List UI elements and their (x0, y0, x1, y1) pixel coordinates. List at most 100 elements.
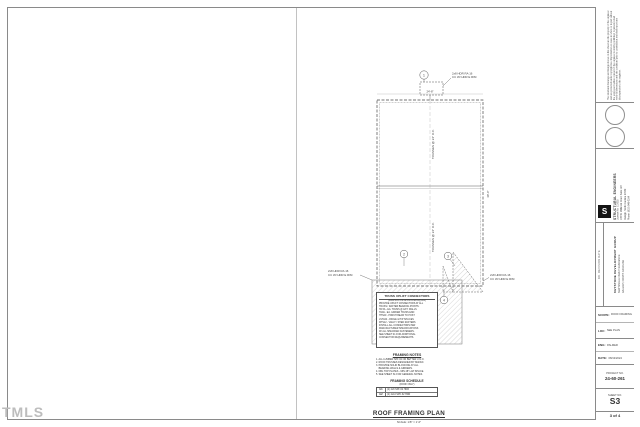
schedule-mark: H1 (377, 388, 386, 392)
text-line: Phone: (919) 846-0164 (628, 196, 631, 220)
text-line: MTS12 - VAULT / SHED RAFTERS (379, 321, 416, 324)
framing-notes-title: FRAMING NOTES (392, 353, 422, 357)
drawing-title: ROOF FRAMING PLAN SCALE: 1/8" = 1'-0" (366, 402, 452, 424)
svg-text:CC W/ HDR E RIM: CC W/ HDR E RIM (328, 273, 353, 277)
titleblock-seals-cell (596, 103, 634, 149)
mls-watermark: TMLS (2, 404, 45, 420)
framing-schedule-table: H1 (2) 2x8 SPF #2 HDR H2 (2) 2x10 SPF #2… (376, 387, 438, 397)
roof-framing-plan-drawing: 1 2x8 HDR RA 16 CC W/ HDR E RIM TRUSSES … (328, 70, 515, 345)
schedule-desc: (2) 2x10 SPF #2 HDR (387, 392, 411, 396)
text-line: 1. ALL LUMBER SPF #2 OR BETTER U.N.O. (376, 357, 425, 361)
text-line: RALEIGH, NORTH CAROLINA (622, 259, 625, 294)
text-line: LSTA24 - RIDGE & HIP SPLICES (379, 318, 414, 321)
loc-row: LOC: SEE PLAN (596, 322, 634, 338)
drawing-title-text: ROOF FRAMING PLAN (372, 410, 446, 418)
titleblock-eng-cell: ENG: PALMER DATE: 08/13/2024 (596, 339, 634, 365)
truss-note-title: TRUSS UPLIFT CONNECTORS (379, 294, 435, 300)
svg-text:2x8 HDR RA 16: 2x8 HDR RA 16 (452, 72, 473, 76)
text-line: H2.5A - EA. TRUSS @ EXT. WALLS (379, 309, 417, 312)
text-line: MANUFACTURER SPECIFICATIONS (379, 327, 419, 330)
sheet-of-count: 3 of 4 (596, 411, 634, 420)
firm-logo-icon: S (598, 205, 611, 218)
detail-markers: 2 3 4 (399, 249, 456, 305)
date-row: DATE: 08/13/2024 (596, 351, 634, 364)
text-line: H10A - EA. GIRDER TRUSS END (379, 312, 415, 315)
titleblock-projectno-cell: PROJECT NO. 24-60-261 (596, 365, 634, 389)
drawing-scale: SCALE: 1/8" = 1'-0" (396, 420, 422, 424)
svg-text:CC W/ HDR E RIM: CC W/ HDR E RIM (490, 277, 515, 281)
text-line: PROVIDE UPLIFT CONNECTORS AT ALL (379, 303, 424, 306)
svg-text:2x8 HDR RA 16: 2x8 HDR RA 16 (490, 273, 511, 277)
engineer-value: PALMER (607, 343, 618, 347)
detail-bubble-icon (443, 251, 453, 261)
project-number-label: PROJECT NO. (606, 372, 624, 375)
text-line: 5. SEE SHEET S1 FOR GENERAL NOTES. (376, 373, 423, 377)
titleblock-project-cell: NO. REVISION DATE KEYSTONE DEVELOPMENT G… (596, 223, 634, 307)
svg-text:2: 2 (403, 252, 405, 256)
engineer-seal-icon (605, 104, 625, 125)
framing-schedule-subtitle: (ROOF ONLY) (399, 383, 415, 386)
schedule-desc: (2) 2x8 SPF #2 HDR (387, 388, 409, 392)
sheet-number-label: SHEET NO. (608, 393, 622, 397)
top-detail: 1 2x8 HDR RA 16 CC W/ HDR E RIM (419, 70, 477, 100)
loc-label: LOC: (598, 328, 606, 333)
disclaimer-text: The structural drawings and design shown… (607, 9, 622, 100)
detail-bubble-icon (399, 249, 409, 259)
note-right: 2x8 HDR RA 16 CC W/ HDR E RIM (482, 273, 515, 282)
svg-text:24'-8": 24'-8" (426, 90, 433, 94)
text-line: 2. ROOF TRUSSES DESIGNED BY MANUF. (376, 360, 424, 364)
sheet-number-group: SHEET NO. S3 (596, 389, 634, 411)
engineer-seal-icon (605, 126, 625, 147)
truss-note-subtitle: (SIMPSON OR APPROVED EQUAL) (388, 299, 426, 302)
table-row: H1 (2) 2x8 SPF #2 HDR (377, 388, 437, 393)
date-value: 08/13/2024 (608, 356, 622, 360)
titleblock-firm-cell: S STRUCTURAL ENGINEERS License No. C-203… (596, 149, 634, 223)
framing-schedule: FRAMING SCHEDULE (ROOF ONLY) H1 (2) 2x8 … (376, 379, 438, 397)
note-left: 2x8 HDR RA 16 CC W/ HDR E RIM (328, 269, 373, 281)
project-info: KEYSTONE DEVELOPMENT GROUP NEW SINGLE FA… (605, 223, 634, 306)
schedule-mark: H2 (377, 392, 386, 396)
scope-label: SCOPE: (598, 312, 610, 317)
svg-text:TRUSSES @ 24" O.C.: TRUSSES @ 24" O.C. (431, 129, 435, 159)
text-line: TRUSS / RAFTER BEARING POINTS: (379, 306, 420, 309)
gable-triangles (442, 251, 484, 293)
svg-text:CC W/ HDR E RIM: CC W/ HDR E RIM (452, 75, 477, 79)
svg-text:38'-0": 38'-0" (486, 190, 490, 197)
svg-text:1: 1 (423, 73, 425, 77)
project-number-value: 24-60-261 (604, 376, 626, 381)
svg-text:2x8 HDR RA 16: 2x8 HDR RA 16 (328, 269, 349, 273)
main-footprint: TRUSSES @ 24" O.C. TRUSSES @ 24" O.C. 24… (376, 90, 490, 287)
text-line: 3. PROVIDE SOLID BLOCKING AT ALL (376, 363, 419, 367)
title-block: The structural drawings and design shown… (595, 7, 634, 420)
scope-value: ROOF FRAMING (611, 313, 632, 316)
text-line: INSTALL ALL CONNECTORS PER (379, 324, 416, 327)
loc-value: SEE PLAN (606, 329, 620, 332)
sheet-number-value: S3 (609, 396, 621, 407)
framing-notes: FRAMING NOTES 1. ALL LUMBER SPF #2 OR BE… (376, 353, 438, 377)
text-line: W/ ALL SPECIFIED FASTENERS. (379, 330, 415, 333)
table-row: H2 (2) 2x10 SPF #2 HDR (377, 392, 437, 396)
client-name: KEYSTONE DEVELOPMENT GROUP (612, 235, 617, 294)
revisions-column: NO. REVISION DATE (596, 223, 604, 306)
text-line: HTS20 - PORCH BEAM TO POST (379, 315, 415, 318)
text-line: BEARING WALLS & GIRDERS. (376, 367, 413, 371)
text-line: 4. DBL TOP PLATES - MIN 48" LAP SPLICE. (376, 370, 424, 374)
svg-text:TRUSSES @ 24" O.C.: TRUSSES @ 24" O.C. (431, 222, 435, 252)
date-label: DATE: (598, 356, 607, 360)
titleblock-sheet-cell: SHEET NO. S3 3 of 4 (596, 389, 634, 420)
revisions-header: NO. REVISION DATE (598, 249, 601, 280)
svg-text:3: 3 (447, 254, 449, 258)
framing-schedule-title: FRAMING SCHEDULE (390, 379, 424, 383)
truss-uplift-connectors-note: TRUSS UPLIFT CONNECTORS (SIMPSON OR APPR… (376, 292, 438, 348)
titleblock-scope-cell: SCOPE: ROOF FRAMING LOC: SEE PLAN (596, 307, 634, 339)
engineer-row: ENG: PALMER (596, 339, 634, 351)
svg-text:4: 4 (443, 298, 445, 302)
fold-line (296, 8, 297, 419)
text-line: SEE SHEET S1 FOR ADDITIONAL (379, 333, 416, 336)
titleblock-disclaimer-cell: The structural drawings and design shown… (596, 7, 634, 103)
scope-row: SCOPE: ROOF FRAMING (596, 307, 634, 322)
